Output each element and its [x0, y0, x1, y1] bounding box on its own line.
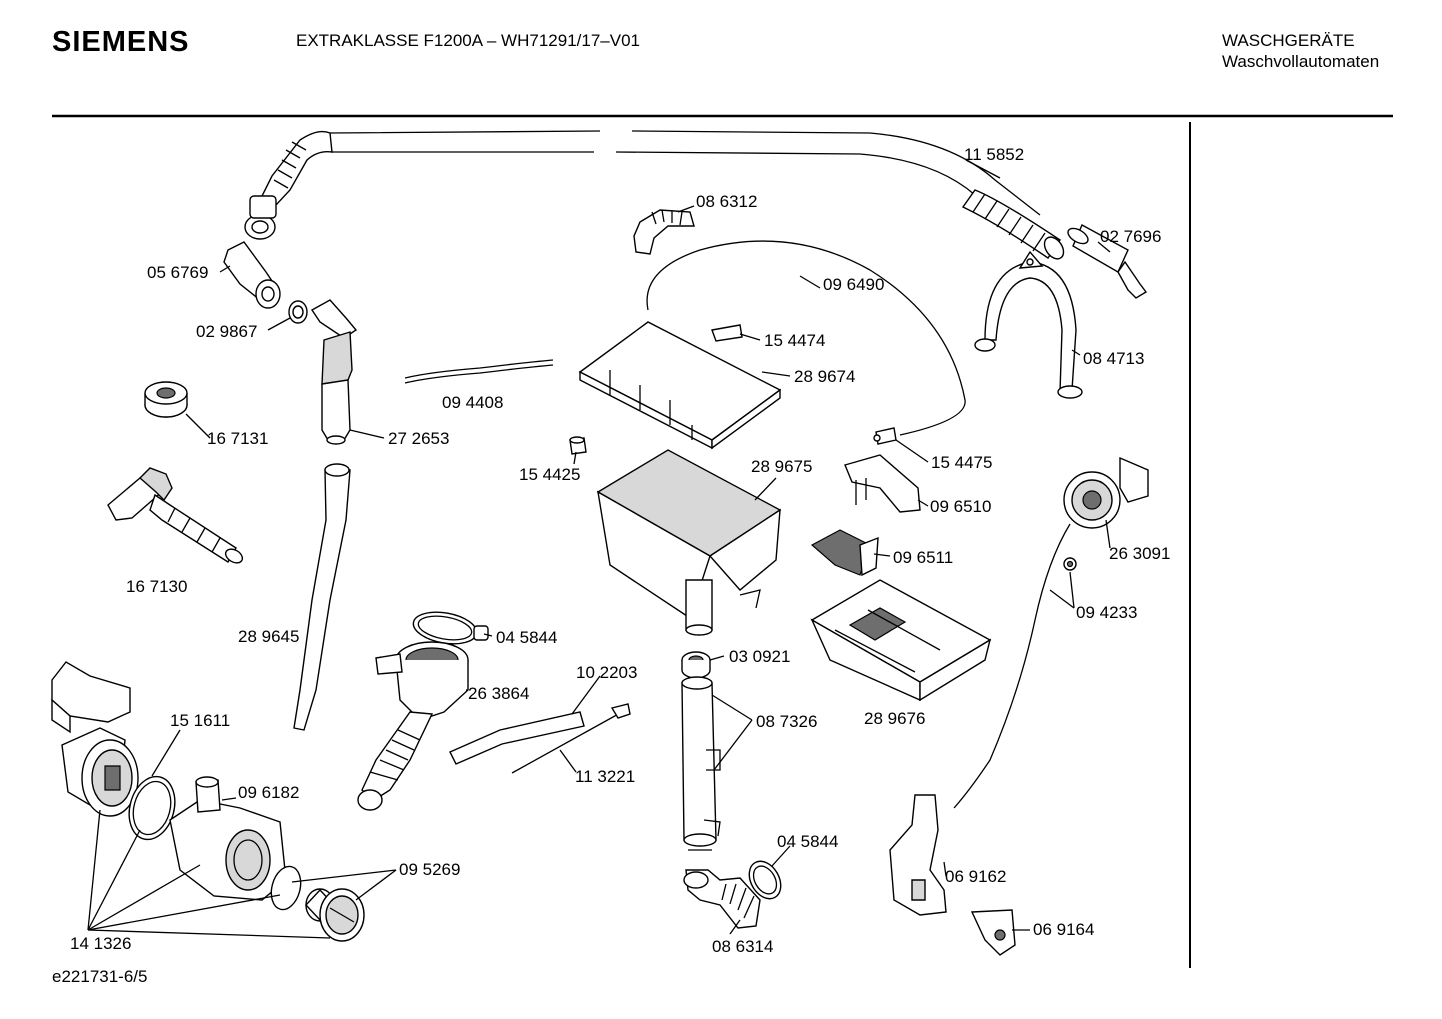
hose-clamp-part[interactable] [411, 608, 489, 649]
clamp-part[interactable] [970, 909, 1016, 956]
clip-part[interactable] [711, 324, 743, 342]
part-label: 28 9676 [864, 709, 925, 728]
category-subtitle: Waschvollautomaten [1222, 52, 1380, 71]
part-label: 08 6314 [712, 937, 773, 956]
pressure-switch-part[interactable] [1063, 456, 1149, 529]
part-label: 06 9164 [1033, 920, 1094, 939]
hose-bracket-part[interactable] [974, 250, 1083, 399]
overflow-hose-part[interactable] [404, 359, 554, 384]
vent-hose-part[interactable] [646, 240, 966, 436]
part-label: 10 2203 [576, 663, 637, 682]
drain-tube-part[interactable] [293, 463, 351, 731]
part-label: 08 7326 [756, 712, 817, 731]
part-label: 09 6511 [893, 548, 953, 567]
grommet-part[interactable] [144, 381, 188, 418]
leader-lines [87, 159, 1111, 939]
part-label: 02 7696 [1100, 227, 1161, 246]
part-label: 09 6510 [930, 497, 991, 516]
inlet-tube-part[interactable] [310, 299, 358, 445]
model-title: EXTRAKLASSE F1200A – WH71291/17–V01 [296, 31, 640, 50]
part-label: 04 5844 [777, 832, 838, 851]
part-label: 11 3221 [575, 767, 635, 786]
pump-motor-part[interactable] [61, 727, 139, 817]
part-label: 26 3864 [468, 684, 529, 703]
brand-logo: SIEMENS [52, 26, 190, 58]
hose-clamp-bottom-part[interactable] [743, 856, 787, 905]
part-label: 16 7131 [207, 429, 268, 448]
pump-cover-part[interactable] [51, 661, 131, 734]
document-id: e221731-6/5 [52, 967, 148, 986]
pressure-tube-part[interactable] [953, 523, 1077, 809]
part-label: 08 6312 [696, 192, 757, 211]
cap-part[interactable] [681, 651, 711, 679]
valve-bracket-part[interactable] [844, 454, 921, 513]
part-label: 06 9162 [945, 867, 1006, 886]
hose-plug-part[interactable] [1065, 224, 1148, 299]
drain-elbow-part[interactable] [683, 869, 761, 929]
part-label: 05 6769 [147, 263, 208, 282]
part-label: 08 4713 [1083, 349, 1144, 368]
part-label: 27 2653 [388, 429, 449, 448]
vertical-pipe-part[interactable] [681, 676, 721, 851]
part-label: 09 4233 [1076, 603, 1137, 622]
part-label: 15 1611 [170, 711, 230, 730]
pump-seal-part[interactable] [122, 771, 181, 844]
part-label: 02 9867 [196, 322, 257, 341]
part-label: 26 3091 [1109, 544, 1170, 563]
part-label: 15 4425 [519, 465, 580, 484]
latch-part[interactable] [810, 529, 879, 577]
dispenser-housing-part[interactable] [596, 449, 782, 636]
category-title: WASCHGERÄTE [1222, 31, 1355, 50]
filter-part[interactable] [267, 863, 365, 942]
part-label: 04 5844 [496, 628, 557, 647]
part-label: 28 9675 [751, 457, 812, 476]
part-label: 16 7130 [126, 577, 187, 596]
part-label: 28 9674 [794, 367, 855, 386]
part-label: 14 1326 [70, 934, 131, 953]
part-label: 11 5852 [964, 145, 1024, 164]
part-label: 15 4475 [931, 453, 992, 472]
short-hose-part[interactable] [449, 711, 585, 765]
part-labels: 11 5852 02 7696 08 6312 09 6490 05 6769 … [70, 145, 1170, 956]
dosing-pipe-part[interactable] [107, 467, 245, 566]
connector-part[interactable] [873, 427, 897, 445]
detergent-drawer-part[interactable] [810, 579, 992, 702]
part-label: 09 6182 [238, 783, 299, 802]
seal-ring-part[interactable] [288, 300, 308, 324]
drain-hose-part[interactable] [244, 130, 1067, 262]
small-valve-part[interactable] [569, 436, 587, 455]
part-label: 03 0921 [729, 647, 790, 666]
part-label: 09 5269 [399, 860, 460, 879]
bellows-hose-part[interactable] [357, 641, 469, 811]
elbow-part[interactable] [223, 241, 281, 309]
rod-part[interactable] [511, 703, 631, 774]
small-elbow-part[interactable] [633, 209, 695, 255]
pump-housing-part[interactable] [169, 776, 287, 901]
part-label: 15 4474 [764, 331, 825, 350]
dispenser-cover-part[interactable] [578, 321, 782, 450]
part-label: 09 6490 [823, 275, 884, 294]
part-label: 28 9645 [238, 627, 299, 646]
part-label: 09 4408 [442, 393, 503, 412]
tube-holder-part[interactable] [889, 794, 947, 916]
